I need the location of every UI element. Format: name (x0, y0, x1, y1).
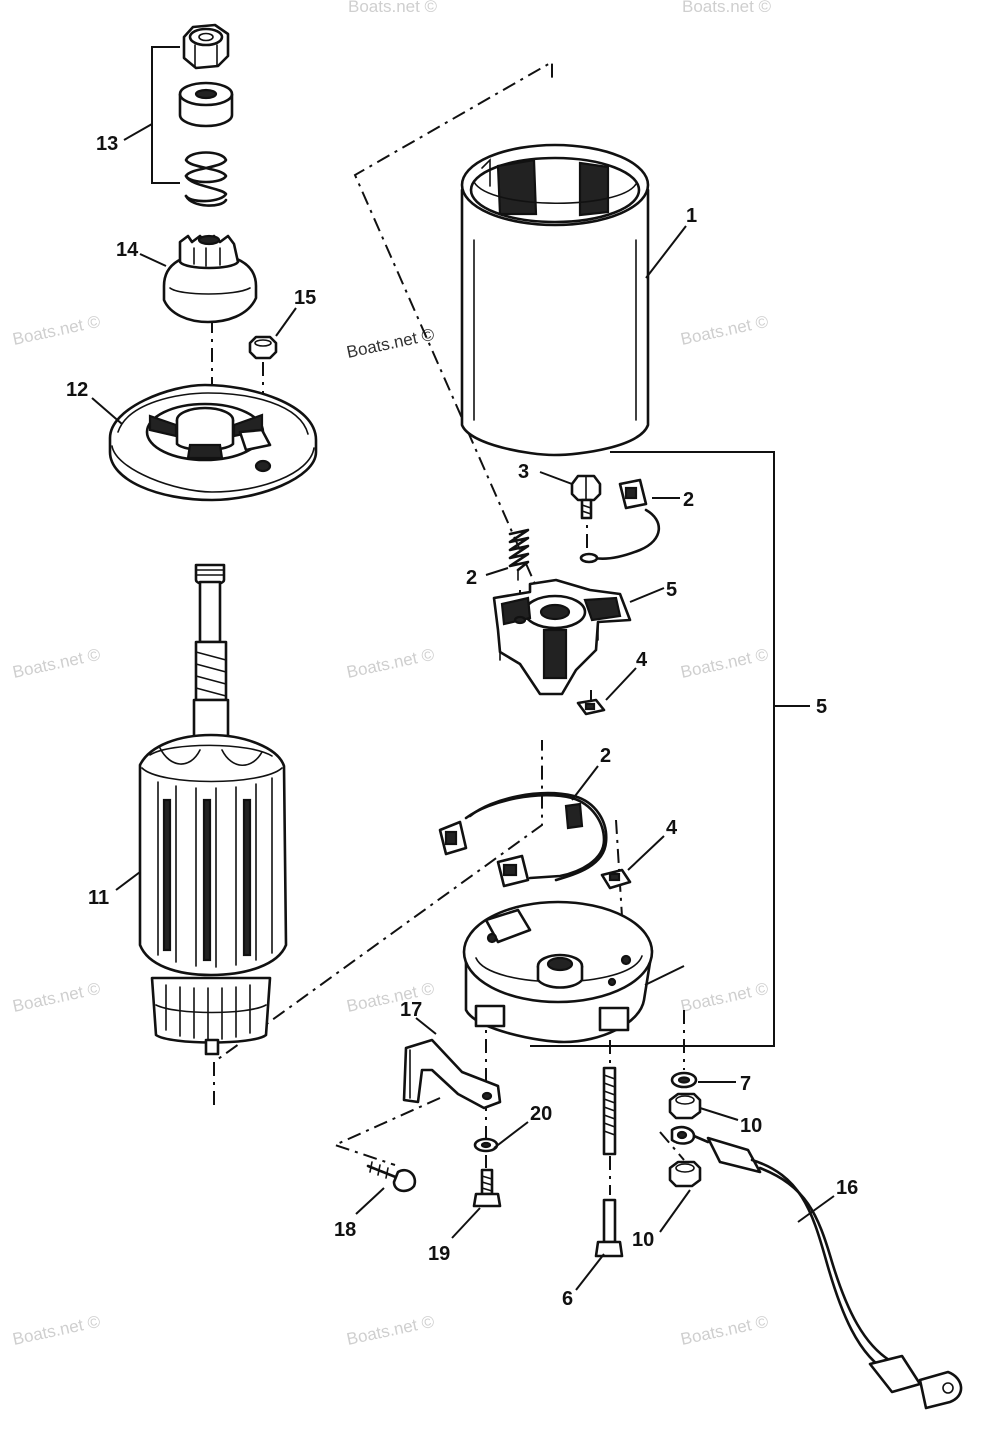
callout-2: 2 (683, 489, 694, 511)
part-15-nut (248, 335, 278, 360)
callout-16: 16 (836, 1177, 858, 1199)
callout-20: 20 (530, 1103, 552, 1125)
watermark: Boats.net © (345, 645, 437, 682)
callout-7: 7 (740, 1073, 751, 1095)
part-4-clip (576, 698, 606, 716)
watermark: Boats.net © (679, 979, 771, 1016)
part-5-brush-holder (492, 578, 632, 696)
part-2-brush-lead (579, 478, 661, 564)
part-20-washer (473, 1137, 499, 1153)
watermark: Boats.net © (11, 312, 103, 349)
part-2-brush-set-lower (438, 791, 608, 888)
callout-17: 17 (400, 999, 422, 1021)
part-3-screw (570, 474, 602, 520)
part-17-bracket (402, 1038, 502, 1110)
callout-15: 15 (294, 287, 316, 309)
part-5-commutator-end-head (462, 900, 654, 1044)
callout-19: 19 (428, 1243, 450, 1265)
callout-2: 2 (600, 745, 611, 767)
watermark: Boats.net © (345, 1312, 437, 1349)
watermark: Boats.net © (345, 979, 437, 1016)
callout-13: 13 (96, 133, 118, 155)
part-10-nut-lower (668, 1160, 702, 1188)
part-12-drive-end-head (108, 383, 318, 502)
part-6-through-bolt (594, 1066, 624, 1258)
watermark: Boats.net © (679, 645, 771, 682)
part-14-drive-pinion (162, 234, 258, 324)
callout-14: 14 (116, 239, 139, 261)
callout-5: 5 (666, 579, 677, 601)
part-10-nut-upper (668, 1092, 702, 1120)
part-16-cable (670, 1125, 963, 1410)
callout-18: 18 (334, 1219, 356, 1241)
part-11-armature (138, 563, 288, 1056)
watermark: Boats.net © (11, 979, 103, 1016)
watermark: Boats.net © (11, 645, 103, 682)
part-7-washer (670, 1071, 698, 1089)
part-19-screw (472, 1168, 502, 1208)
watermark: Boats.net © (11, 1312, 103, 1349)
callout-2: 2 (466, 567, 477, 589)
callout-5: 5 (816, 696, 827, 718)
part-13-nut-washer-spring (178, 23, 234, 207)
callout-labels: 1 2 2 2 3 4 4 5 5 6 7 10 10 11 12 13 14 … (66, 133, 858, 1310)
part-2-brush-spring (508, 528, 530, 581)
callout-10: 10 (740, 1115, 762, 1137)
callout-10: 10 (632, 1229, 654, 1251)
watermark: Boats.net © (679, 1312, 771, 1349)
callout-11: 11 (88, 887, 109, 909)
callout-4: 4 (666, 817, 678, 839)
part-18-screw (366, 1161, 417, 1193)
callout-3: 3 (518, 461, 529, 483)
leader-lines (91, 225, 835, 1291)
part-1-frame (460, 143, 650, 457)
watermarks: Boats.net © Boats.net © Boats.net © Boat… (11, 0, 772, 1349)
bracket-13 (151, 46, 180, 184)
callout-4: 4 (636, 649, 648, 671)
part-4-clip-lower (600, 868, 632, 890)
watermark: Boats.net © (348, 0, 438, 16)
callout-1: 1 (686, 205, 697, 227)
watermark: Boats.net © (679, 312, 771, 349)
callout-12: 12 (66, 379, 88, 401)
watermark: Boats.net © (682, 0, 772, 16)
callout-6: 6 (562, 1288, 573, 1310)
